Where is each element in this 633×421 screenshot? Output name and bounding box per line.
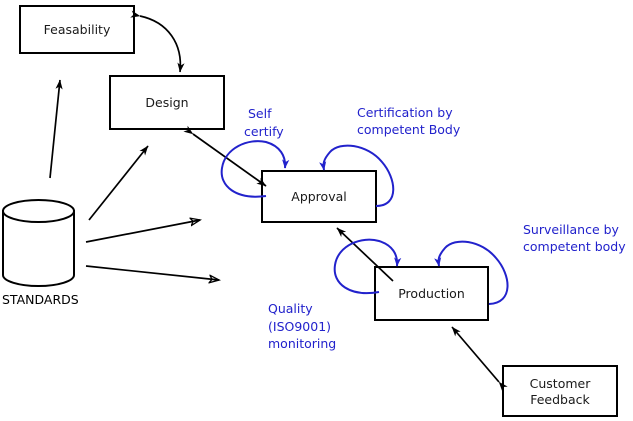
node-standards-datastore[interactable]: STANDARDS xyxy=(1,199,79,307)
edge-customer-feedback-to-production xyxy=(451,326,508,392)
node-customer-feedback-label-line2: Feedback xyxy=(530,392,590,407)
edge-standards-to-production-area xyxy=(85,265,219,280)
node-customer-feedback-label-line1: Customer xyxy=(530,376,592,391)
node-feasability[interactable]: Feasability xyxy=(19,5,135,54)
node-production[interactable]: Production xyxy=(374,266,489,321)
annotation-self-certify-line1: Self xyxy=(248,106,272,121)
annotation-quality-line2: (ISO9001) xyxy=(268,319,331,334)
edge-standards-to-feasability xyxy=(49,79,63,179)
annotation-certification-competent-body: Certification by competent Body xyxy=(357,105,461,137)
edge-production-to-approval xyxy=(336,227,394,282)
edge-design-to-feasability xyxy=(130,10,185,73)
annotation-surveillance-line1: Surveillance by xyxy=(523,222,620,237)
annotation-quality-line3: monitoring xyxy=(268,336,336,351)
node-feasability-label: Feasability xyxy=(44,22,111,37)
node-production-label: Production xyxy=(398,286,465,301)
node-standards-label: STANDARDS xyxy=(2,292,79,307)
loop-certification-competent-body xyxy=(319,144,395,207)
node-design[interactable]: Design xyxy=(109,75,225,130)
edge-approval-to-design xyxy=(183,125,267,187)
annotation-quality-iso9001-monitoring: Quality (ISO9001) monitoring xyxy=(268,301,336,351)
node-approval-label: Approval xyxy=(291,189,346,204)
node-design-label: Design xyxy=(145,95,188,110)
annotation-certification-line1: Certification by xyxy=(357,105,453,120)
node-approval[interactable]: Approval xyxy=(261,170,377,223)
annotation-quality-line1: Quality xyxy=(268,301,313,316)
annotation-surveillance-line2: competent body xyxy=(523,239,626,254)
annotation-surveillance-competent-body: Surveillance by competent body xyxy=(523,222,626,254)
loop-quality-iso9001-monitoring xyxy=(333,238,402,295)
node-customer-feedback[interactable]: Customer Feedback xyxy=(502,365,618,417)
edge-standards-to-approval-area xyxy=(85,220,200,243)
loop-surveillance-competent-body xyxy=(434,240,509,305)
annotation-certification-line2: competent Body xyxy=(357,122,461,137)
edge-standards-to-design xyxy=(88,145,149,221)
annotation-self-certify-line2: certify xyxy=(244,124,284,139)
loop-self-certify xyxy=(220,140,290,198)
annotation-self-certify: Self certify xyxy=(244,106,284,139)
